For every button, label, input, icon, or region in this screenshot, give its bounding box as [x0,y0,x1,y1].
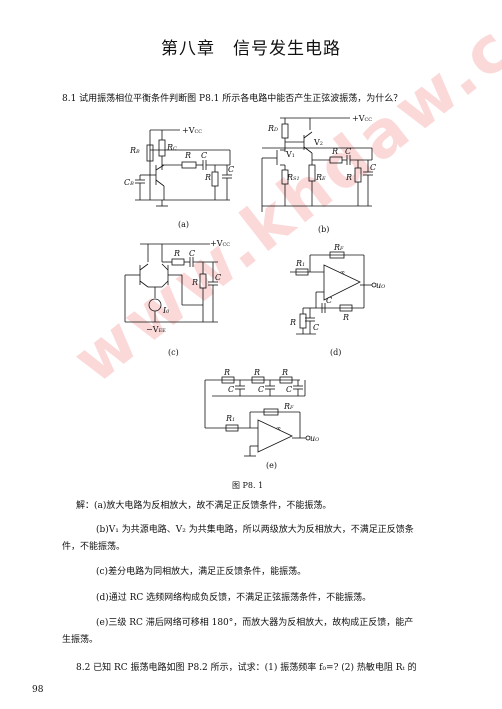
answer-e-2: 生振荡。 [62,635,99,645]
label-b-rd: RD [267,124,278,133]
label-a-rb: RB [129,146,140,155]
label-b-c: C [345,147,351,156]
label-e-c3: C [286,385,292,394]
label-a-vcc: +VCC [182,126,202,135]
label-d-inf: ∞ [340,269,345,276]
label-b-r2: R [345,173,352,182]
label-sub-a: (a) [178,220,189,229]
label-c-r2: R [191,278,198,287]
label-a-rc: RC [166,143,177,152]
label-c-vee: −VEE [146,325,166,334]
label-a-cb: CB [124,178,134,187]
label-d-r1: R1 [295,259,305,268]
label-d-c: C [326,296,332,305]
label-c-i0: I0 [162,306,170,315]
label-a-r: R [184,151,191,160]
label-a-c: C [201,151,207,160]
label-a-c2: C [228,165,234,174]
chapter-title: 第八章 信号发生电路 [161,39,341,59]
circuit-c [124,243,218,323]
label-d-uo: uO [376,281,385,290]
label-e-rin: R1 [225,414,235,423]
label-a-r2: R [204,173,211,182]
question-8-2: 8.2 已知 RC 振荡电路如图 P8.2 所示，试求：(1) 振荡频率 f₀=… [76,663,417,673]
label-b-v2: V2 [313,138,323,147]
circuit-d [290,251,377,335]
label-d-r2: R [289,318,296,327]
circuit-e [204,376,311,457]
answer-d: (d)通过 RC 选频网络构成负反馈，不满足正弦振荡条件，不能振荡。 [96,593,372,603]
page-number: 98 [32,685,44,695]
answer-c: (c)差分电路为同相放大，满足正反馈条件，能振荡。 [96,567,307,577]
label-e-r3: R [281,368,288,377]
label-b-rs1: RS1 [286,173,300,182]
label-d-r: R [342,313,349,322]
label-c-c: C [189,249,195,258]
label-sub-d: (d) [330,348,341,357]
label-d-rf: RF [333,243,344,252]
label-b-c2: C [370,163,376,172]
question-8-1: 8.1 试用振荡相位平衡条件判断图 P8.1 所示各电路中能否产生正弦波振荡，为… [62,94,403,104]
label-b-vcc: +VCC [352,114,372,123]
label-c-c2: C [215,273,221,282]
answer-b-2: 件，不能振荡。 [62,542,126,552]
label-e-r2: R [253,368,260,377]
label-e-c1: C [228,385,234,394]
label-b-v1: V1 [285,150,295,159]
label-sub-c: (c) [168,348,179,357]
label-c-vcc: +VCC [210,239,230,248]
figure-caption: 图 P8. 1 [232,481,264,490]
circuit-b [261,117,373,212]
label-c-r: R [173,249,180,258]
label-d-c2: C [313,323,319,332]
circuit-a [135,129,232,207]
answer-e-1: (e)三级 RC 滞后网络可移相 180°，而放大器为反相放大，故构成正反馈，能… [96,618,414,628]
label-e-r1: R [223,368,230,377]
label-b-re: RE [315,173,326,182]
answer-intro-a: 解：(a)放大电路为反相放大，故不满足正反馈条件，不能振荡。 [76,501,332,511]
label-e-inf: ∞ [276,425,281,432]
label-sub-e: (e) [266,461,277,470]
label-e-rf: RF [283,402,294,411]
answer-b-1: (b)V₁ 为共源电路、V₂ 为共集电路，所以两级放大为反相放大，不满足正反馈条 [96,525,414,535]
label-e-c2: C [258,385,264,394]
label-e-uo: uO [310,434,319,443]
label-b-r: R [331,147,338,156]
label-sub-b: (b) [318,225,329,234]
